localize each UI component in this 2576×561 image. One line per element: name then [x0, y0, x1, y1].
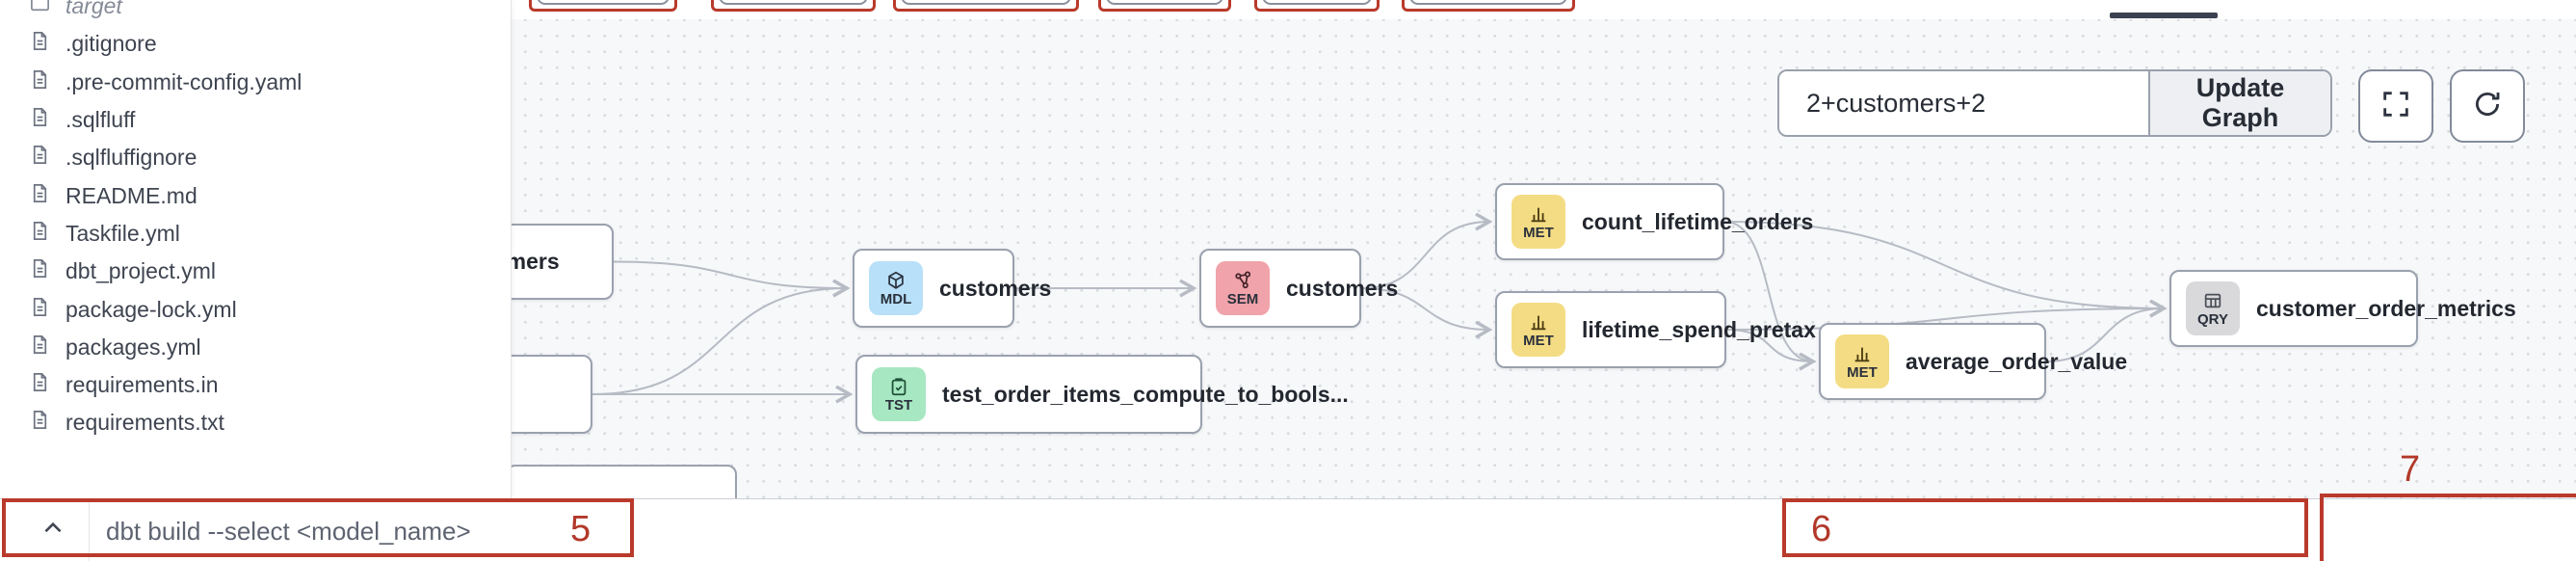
lineage-node-average-order-value[interactable]: MET average_order_value: [1819, 323, 2127, 400]
active-tab-underline: [2110, 13, 2218, 18]
toolbar-button-bottom: [1409, 0, 1567, 5]
selector-group: Update Graph: [1777, 69, 2332, 137]
clipboard-icon: TST: [872, 367, 926, 421]
file-item-taskfile-yml[interactable]: Taskfile.yml: [0, 215, 511, 253]
annotation-number-7: 7: [2400, 449, 2421, 490]
bar-chart-icon: MET: [1511, 195, 1565, 249]
chevron-up-icon: [40, 516, 66, 546]
selector-input[interactable]: [1779, 71, 2148, 135]
file-name: .sqlfluffignore: [66, 145, 197, 171]
annotation-box-cut-1: [529, 0, 677, 12]
file-name: dbt_project.yml: [66, 258, 216, 284]
file-name: README.md: [66, 182, 197, 208]
file-explorer-panel: target .gitignore .pre-commit-config.yaml.…: [0, 0, 512, 498]
file-name: package-lock.yml: [66, 296, 237, 322]
fullscreen-button[interactable]: [2358, 69, 2433, 143]
node-label: test_order_items_compute_to_bools...: [942, 381, 1349, 407]
node-type-label: MET: [1523, 333, 1554, 349]
refresh-icon: [2471, 88, 2504, 125]
network-icon: SEM: [1216, 261, 1270, 315]
toolbar-button-bottom: [901, 0, 1071, 5]
node-type-label: QRY: [2197, 311, 2228, 328]
node-label: lifetime_spend_pretax: [1582, 316, 1816, 342]
node-type-label: TST: [884, 397, 913, 414]
file-item-dbt-project-yml[interactable]: dbt_project.yml: [0, 253, 511, 290]
node-label: average_order_value: [1906, 348, 2128, 374]
annotation-number-5: 5: [570, 509, 591, 549]
annotation-box-cut-6: [1402, 0, 1575, 12]
file-item-package-lock-yml[interactable]: package-lock.yml: [0, 290, 511, 328]
toolbar-button-bottom: [1106, 0, 1223, 5]
file-item-target[interactable]: target: [0, 0, 511, 25]
file-icon: [29, 182, 51, 210]
file-item--sqlfluff[interactable]: .sqlfluff: [0, 101, 511, 139]
file-item-requirements-in[interactable]: requirements.in: [0, 366, 511, 404]
bottom-command-bar: Defer to staging/production Ready ...: [0, 498, 2576, 561]
file-icon: [29, 68, 51, 96]
lineage-node-customer-order-metrics[interactable]: QRY customer_order_metrics: [2169, 270, 2516, 347]
file-icon: [29, 144, 51, 172]
command-input[interactable]: [104, 511, 551, 552]
file-item--pre-commit-config-yaml[interactable]: .pre-commit-config.yaml: [0, 64, 511, 101]
node-type-label: MET: [1847, 364, 1878, 381]
file-name: .gitignore: [66, 31, 157, 57]
toolbar-button-bottom: [537, 0, 670, 5]
divider: [89, 499, 90, 561]
annotation-box-cut-3: [893, 0, 1079, 12]
file-name: Taskfile.yml: [66, 220, 180, 246]
file-item-packages-yml[interactable]: packages.yml: [0, 329, 511, 366]
lineage-node-lifetime-spend-pretax[interactable]: MET lifetime_spend_pretax: [1495, 291, 1816, 368]
top-strip: [511, 0, 2576, 19]
node-type-label: MET: [1523, 225, 1554, 241]
bar-chart-icon: MET: [1835, 334, 1889, 388]
lineage-node-count-lifetime-orders[interactable]: MET count_lifetime_orders: [1495, 183, 1813, 260]
file-name: .sqlfluff: [66, 107, 136, 133]
lineage-node-customers-mdl[interactable]: MDL customers: [853, 249, 1051, 328]
file-icon: [29, 371, 51, 399]
annotation-box-cut-5: [1254, 0, 1380, 12]
node-label: count_lifetime_orders: [1582, 208, 1814, 234]
node-type-label: MDL: [880, 291, 912, 307]
file-name: requirements.in: [66, 372, 219, 398]
node-label: customers: [1286, 275, 1399, 301]
file-name: packages.yml: [66, 334, 201, 360]
edge-orders-to-customers_mdl: [591, 288, 847, 395]
file-icon: [29, 334, 51, 361]
edge-count_lifetime_orders-to-customer_order_metrics: [1723, 221, 2164, 308]
toolbar-button-bottom: [1262, 0, 1372, 5]
cube-icon: MDL: [869, 261, 923, 315]
annotation-box-cut-4: [1098, 0, 1231, 12]
file-list: target .gitignore .pre-commit-config.yaml.…: [0, 0, 511, 442]
file-name: target: [66, 0, 122, 19]
edge-stg_customers-to-customers_mdl: [613, 260, 847, 289]
file-icon: [29, 220, 51, 248]
update-graph-button[interactable]: Update Graph: [2148, 71, 2330, 135]
file-item--gitignore[interactable]: .gitignore: [0, 25, 511, 63]
file-item-readme-md[interactable]: README.md: [0, 176, 511, 214]
table-icon: QRY: [2186, 281, 2240, 335]
file-name: requirements.txt: [66, 410, 224, 436]
toolbar-button-bottom: [719, 0, 868, 5]
file-name: .pre-commit-config.yaml: [66, 68, 302, 94]
file-item--sqlfluffignore[interactable]: .sqlfluffignore: [0, 139, 511, 176]
node-label: customers: [939, 275, 1052, 301]
annotation-box-cut-2: [711, 0, 876, 12]
file-icon: [29, 106, 51, 134]
file-icon: [29, 409, 51, 437]
fullscreen-icon: [2379, 88, 2412, 125]
file-icon: [29, 257, 51, 285]
lineage-node-test-order-items[interactable]: TST test_order_items_compute_to_bools...: [855, 355, 1349, 434]
file-item-requirements-txt[interactable]: requirements.txt: [0, 404, 511, 441]
node-type-label: SEM: [1226, 291, 1259, 307]
bar-chart-icon: MET: [1511, 303, 1565, 357]
file-icon: [29, 296, 51, 324]
node-label: customer_order_metrics: [2256, 295, 2516, 321]
refresh-button[interactable]: [2450, 69, 2525, 143]
file-icon: [29, 30, 51, 58]
lineage-node-customers-sem[interactable]: SEM customers: [1199, 249, 1398, 328]
folder-icon: [29, 0, 51, 20]
annotation-number-6: 6: [1811, 509, 1832, 549]
collapse-panel-button[interactable]: [29, 499, 77, 561]
